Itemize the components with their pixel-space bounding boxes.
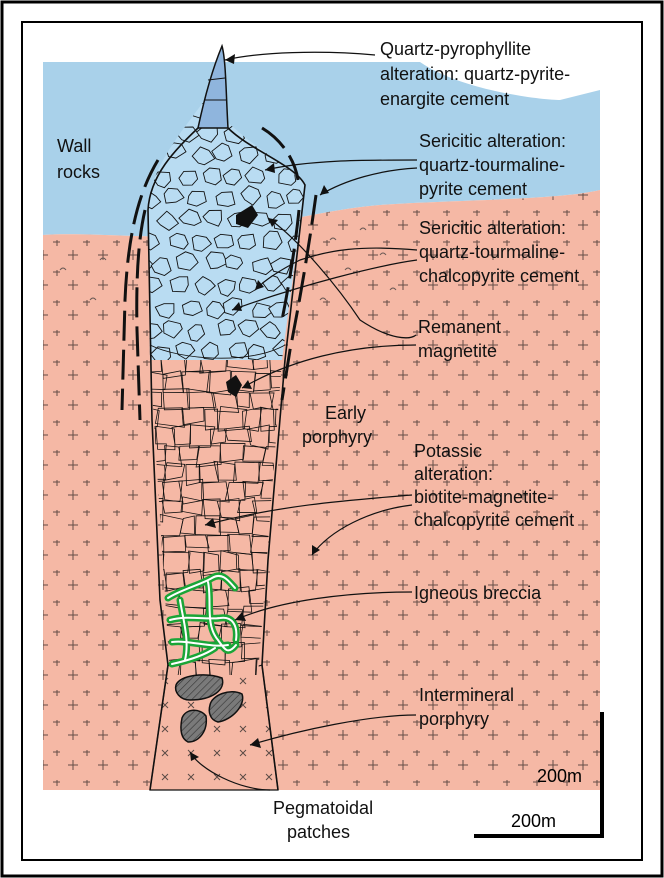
scale-bar-horizontal-label: 200m [511,811,556,831]
pegmatoidal-line: patches [287,822,350,842]
annotation-line: chalcopyrite cement [414,510,574,530]
annotation-line: Sericitic alteration: [419,218,566,238]
annotation-line: biotite-magnetite- [414,487,553,507]
annotation-line: alteration: quartz-pyrite- [380,64,570,84]
annotation-line: Potassic [414,441,482,461]
annotation-line: quartz-tourmaline- [419,242,565,262]
wall-rocks-line: rocks [57,162,100,182]
annotation-line: alteration: [414,464,493,484]
annotation-line: enargite cement [380,89,509,109]
early-porphyry-line: porphyry [302,427,372,447]
annotation-line: magnetite [418,341,497,361]
breccia-clast [216,192,235,207]
wall-rocks-line: Wall [57,136,91,156]
annotation-line: chalcopyrite cement [419,266,579,286]
annotation-line: Remanent [418,317,501,337]
annotation-line: Quartz-pyrophyllite [380,39,531,59]
annotation-line: Igneous breccia [414,583,542,603]
breccia-clast [214,234,233,248]
pegmatoidal-line: Pegmatoidal [273,798,373,818]
breccia-clast [170,277,188,292]
annotation-line: Intermineral [419,685,514,705]
breccia-clast [238,234,256,249]
annotation-line: porphyry [419,709,489,729]
annotation-igneous-breccia: Igneous breccia [414,583,542,603]
annotation-line: pyrite cement [419,179,527,199]
annotation-line: Sericitic alteration: [419,131,566,151]
annotation-sericitic-chalcopyrite: Sericitic alteration: quartz-tourmaline-… [419,218,579,286]
annotation-line: quartz-tourmaline- [419,155,565,175]
scale-bar-vertical-label: 200m [537,766,582,786]
early-porphyry-line: Early [325,403,366,423]
